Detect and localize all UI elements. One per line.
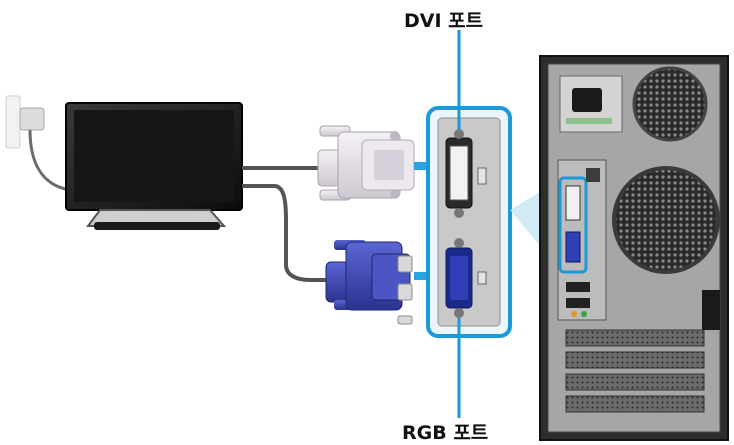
dvi-port-icon [445, 129, 487, 218]
desktop-tower-icon [539, 55, 729, 441]
rgb-port-label: RGB 포트 [402, 422, 489, 444]
port-zoom-panel [426, 106, 512, 338]
dvi-port-label: DVI 포트 [404, 10, 484, 32]
vga-cable-line [242, 184, 330, 282]
monitor-icon [65, 102, 243, 230]
dvi-connector-icon [317, 125, 415, 201]
vga-port-icon [445, 238, 487, 318]
vga-connector-icon [325, 240, 413, 325]
power-plug-icon [5, 95, 71, 192]
